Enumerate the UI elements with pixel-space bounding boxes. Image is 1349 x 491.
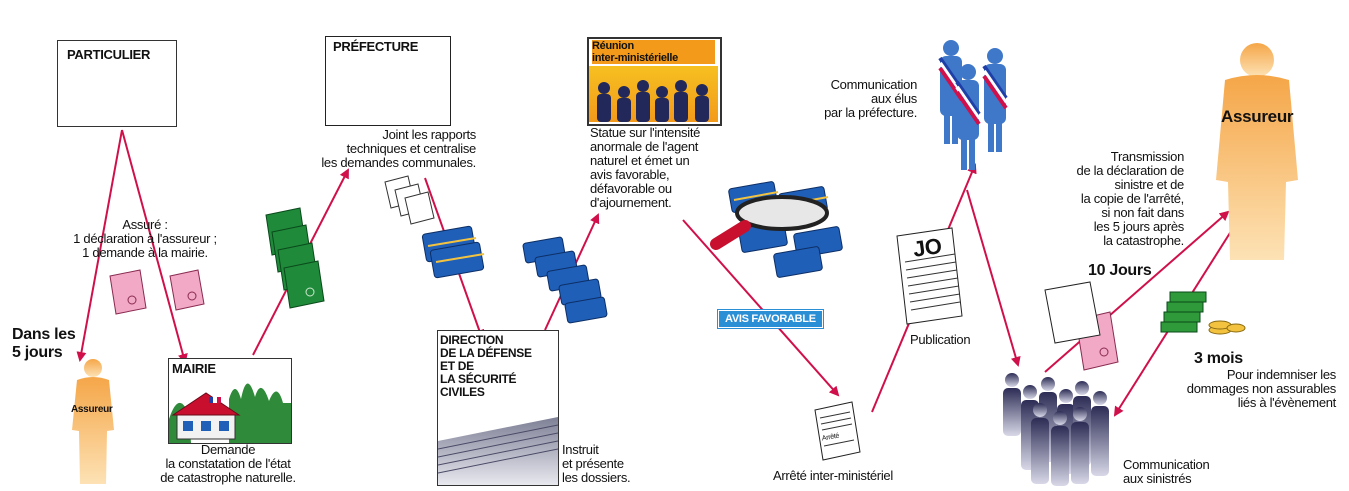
prefecture-description: Joint les rapports techniques et central… (321, 127, 476, 170)
arrow-particulier-mairie (121, 129, 188, 364)
reunion-card (587, 37, 722, 126)
officials-sash-icon (938, 40, 1008, 170)
arrow-elus-sinistres (966, 189, 1021, 367)
mairie-house-icon (169, 383, 291, 443)
person-silhouette-icon (72, 359, 114, 484)
direction-description: Instruit et présente les dossiers. (562, 442, 631, 485)
document-icon (896, 227, 963, 325)
mairie-description: Demande la constatation de l'état de cat… (160, 442, 296, 485)
reunion-description: Statue sur l'intensité anormale de l'age… (590, 125, 701, 210)
trois-mois-label: 3 mois (1194, 350, 1243, 367)
communication-elus-label: Communication aux élus par la préfecture… (824, 77, 917, 120)
communication-sinistres-label: Communication aux sinistrés (1123, 457, 1210, 486)
magnifier-icon (710, 195, 829, 250)
particulier-title: PARTICULIER (67, 47, 151, 62)
jo-label: JO (911, 233, 944, 262)
particulier-card (57, 40, 177, 127)
direction-card (437, 330, 559, 486)
direction-title: DIRECTION DE LA DÉFENSE ET DE LA SÉCURIT… (440, 333, 532, 399)
assureur-small-label: Assureur (71, 404, 113, 415)
folder-bands (427, 191, 829, 263)
prefecture-card (325, 36, 451, 126)
document-icon (109, 269, 1119, 371)
meeting-people-icon (589, 66, 718, 122)
arrow-particulier-assureur (76, 129, 123, 362)
assureur-label: Assureur (1221, 107, 1294, 126)
publication-label: Publication (910, 332, 971, 347)
dix-jours-label: 10 Jours (1088, 262, 1152, 279)
arrow-reunion-arrete (682, 219, 840, 397)
arrete-label: Arrêté inter-ministériel (773, 468, 893, 483)
prefecture-title: PRÉFECTURE (333, 39, 419, 54)
document-icon (384, 175, 435, 225)
arrow-sinistres-assureur (1044, 210, 1230, 373)
assure-label: Assuré : 1 déclaration à l'assureur ; 1 … (73, 217, 217, 260)
mairie-title: MAIRIE (172, 361, 216, 376)
transmission-label: Transmission de la déclaration de sinist… (1076, 149, 1185, 248)
person-silhouette-icon (1216, 43, 1298, 260)
avis-favorable-badge: AVIS FAVORABLE (717, 309, 824, 329)
crowd-icon (1003, 373, 1109, 486)
dans-les-5-jours-label: Dans les 5 jours (12, 326, 76, 361)
indemniser-label: Pour indemniser les dommages non assurab… (1186, 367, 1337, 410)
document-icon (265, 207, 325, 309)
reunion-title: Réunion inter-ministérielle (592, 40, 715, 64)
office-building-icon (437, 417, 559, 485)
document-icon (1044, 281, 1101, 344)
money-icon (1160, 291, 1246, 335)
document-icon (814, 401, 861, 461)
